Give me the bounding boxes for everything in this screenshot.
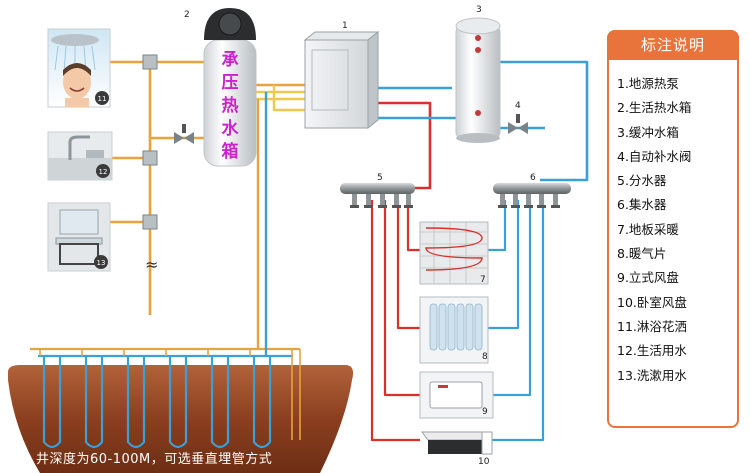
legend-item: 2.生活热水箱 xyxy=(617,100,692,116)
valve-left xyxy=(174,124,194,144)
auto-fill-valve xyxy=(508,114,528,134)
tank-2-char-5: 箱 xyxy=(222,141,239,162)
legend-item: 11.淋浴花洒 xyxy=(617,318,687,334)
tank-2-char-1: 承 xyxy=(222,50,239,70)
callout-9: 9 xyxy=(482,407,488,417)
legend-item: 10.卧室风盘 xyxy=(617,294,687,310)
legend-item: 1.地源热泵 xyxy=(617,76,679,91)
pipes xyxy=(110,60,589,442)
radiator xyxy=(419,296,489,364)
callout-3: 3 xyxy=(476,5,482,15)
legend-item: 8.暖气片 xyxy=(617,246,667,262)
tank-2-label: 承 压 热 水 箱 xyxy=(222,50,240,162)
standing-fan-coil xyxy=(419,371,494,419)
legend-item: 7.地板采暖 xyxy=(617,221,679,237)
callout-5: 5 xyxy=(377,173,383,183)
tank-2-char-4: 水 xyxy=(222,118,240,139)
callout-7: 7 xyxy=(480,275,486,285)
photo-callout-numbers: 11 12 13 xyxy=(97,95,108,267)
legend-item: 5.分水器 xyxy=(617,173,667,189)
legend-title: 标注说明 xyxy=(607,30,739,60)
callout-2: 2 xyxy=(184,10,190,20)
bedroom-fan-coil xyxy=(421,431,493,455)
legend-item: 4.自动补水阀 xyxy=(617,148,692,164)
callout-8: 8 xyxy=(482,352,488,362)
domestic-hot-water-tank xyxy=(203,8,257,167)
legend-item: 12.生活用水 xyxy=(617,343,687,359)
tank-2-char-3: 热 xyxy=(222,95,239,116)
floor-heating-panel xyxy=(419,221,489,285)
callout-1: 1 xyxy=(342,21,348,31)
ground-loops xyxy=(30,347,301,449)
callout-11: 11 xyxy=(98,95,107,103)
collector-manifold xyxy=(493,183,571,208)
callout-12: 12 xyxy=(99,168,108,176)
callout-10: 10 xyxy=(478,457,490,467)
legend-panel: 标注说明 1.地源热泵 2.生活热水箱 3.缓冲水箱 4.自动补水阀 5.分水器… xyxy=(607,30,739,428)
washbasin-photo xyxy=(47,202,111,272)
legend-item: 9.立式风盘 xyxy=(617,270,679,286)
legend-item: 3.缓冲水箱 xyxy=(617,124,679,140)
tank-2-char-2: 压 xyxy=(222,73,239,93)
distributor-manifold xyxy=(340,183,415,208)
legend-item: 13.洗漱用水 xyxy=(617,367,687,383)
buffer-tank xyxy=(455,17,501,143)
callout-13: 13 xyxy=(97,259,106,267)
legend-item: 6.集水器 xyxy=(617,197,667,213)
ground-source-heat-pump xyxy=(303,30,380,130)
callout-6: 6 xyxy=(530,173,536,183)
callout-numbers: 1 2 3 4 5 6 7 8 9 10 xyxy=(184,5,536,467)
tee-fittings xyxy=(142,54,158,230)
well-depth-note: 井深度为60-100M，可选垂直埋管方式 xyxy=(36,452,273,467)
legend-list: 1.地源热泵 2.生活热水箱 3.缓冲水箱 4.自动补水阀 5.分水器 6.集水… xyxy=(617,72,691,388)
pipe-break-symbol: ≈ xyxy=(145,255,158,274)
callout-4: 4 xyxy=(515,101,521,111)
photo-number-badges xyxy=(94,91,110,269)
